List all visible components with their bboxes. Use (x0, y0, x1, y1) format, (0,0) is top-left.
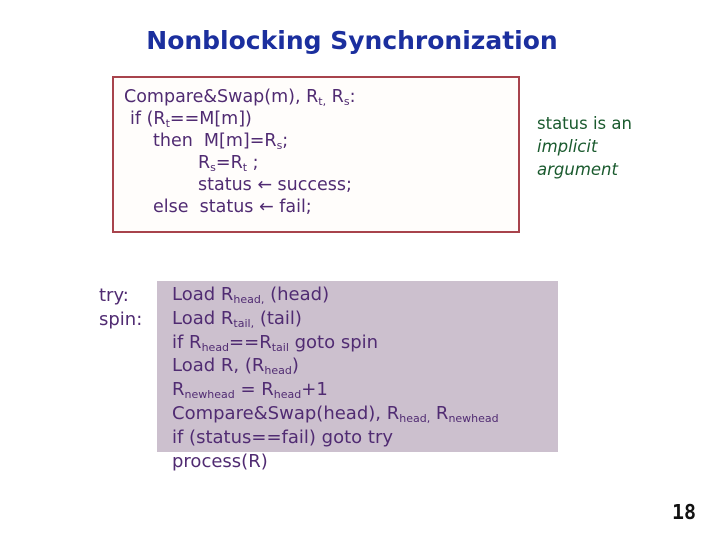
note-line: argument (537, 160, 618, 179)
code-line: process(R) (172, 450, 268, 472)
code-line: else status ← fail; (153, 197, 312, 217)
code-line: Load Rtail, (tail) (172, 307, 302, 330)
code-line: Load R, (Rhead) (172, 355, 299, 378)
note-line: implicit (537, 137, 598, 156)
code-line: then M[m]=Rs; (153, 131, 289, 152)
code-line: if Rhead==Rtail goto spin (172, 331, 379, 354)
code-line: Rs=Rt ; (198, 153, 259, 174)
compare-and-swap-code: Compare&Swap(m), Rt, Rs:if (Rt==M[m])the… (124, 86, 518, 218)
slide-title: Nonblocking Synchronization (146, 26, 558, 55)
label-spin: spin: (99, 308, 143, 330)
page-number: 18 (672, 500, 697, 524)
status-implicit-argument-note: status is an implicit argument (537, 112, 632, 181)
asm-branch-labels: try: spin: (99, 284, 142, 332)
asm-code: Load Rhead, (head)Load Rtail, (tail)if R… (172, 283, 499, 473)
code-line: Load Rhead, (head) (172, 284, 330, 306)
code-line: if (Rt==M[m]) (130, 109, 252, 130)
label-try: try: (99, 285, 129, 306)
code-line: if (status==fail) goto try (172, 426, 394, 448)
code-line: Rnewhead = Rhead+1 (172, 379, 328, 402)
code-line: Compare&Swap(m), Rt, Rs: (124, 87, 356, 108)
compare-and-swap-definition-box: Compare&Swap(m), Rt, Rs:if (Rt==M[m])the… (112, 76, 520, 233)
code-line: status ← success; (198, 175, 352, 195)
asm-code-highlight-block (157, 281, 558, 452)
note-line: status is an (537, 114, 632, 133)
code-line: Compare&Swap(head), Rhead, Rnewhead (172, 402, 499, 425)
